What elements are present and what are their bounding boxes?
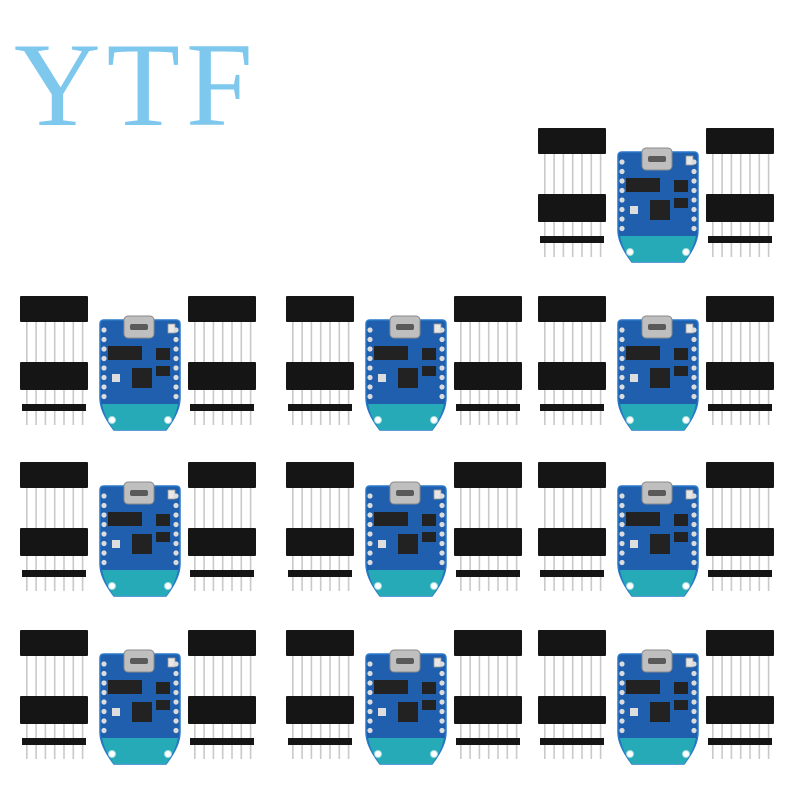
female-header-left	[538, 462, 606, 591]
female-header-right	[706, 128, 774, 257]
pcb-board	[617, 649, 699, 765]
kit-7	[536, 462, 796, 602]
pcb-board	[99, 649, 181, 765]
female-header-left	[286, 462, 354, 591]
female-header-right	[706, 630, 774, 759]
female-header-left	[20, 296, 88, 425]
pcb-board	[99, 315, 181, 431]
pcb-board	[617, 147, 699, 263]
female-header-right	[706, 462, 774, 591]
pcb-board	[365, 315, 447, 431]
kit-5	[18, 462, 278, 602]
female-header-left	[286, 296, 354, 425]
female-header-left	[538, 296, 606, 425]
kit-8	[18, 630, 278, 770]
kit-3	[284, 296, 544, 436]
pcb-board	[99, 481, 181, 597]
female-header-right	[188, 630, 256, 759]
female-header-left	[538, 128, 606, 257]
female-header-right	[454, 462, 522, 591]
female-header-right	[706, 296, 774, 425]
female-header-right	[188, 296, 256, 425]
brand-logo: YTF	[14, 18, 259, 151]
female-header-left	[538, 630, 606, 759]
female-header-right	[454, 630, 522, 759]
female-header-left	[20, 630, 88, 759]
pcb-board	[617, 315, 699, 431]
female-header-right	[454, 296, 522, 425]
kit-6	[284, 462, 544, 602]
kit-4	[536, 296, 796, 436]
pcb-board	[365, 481, 447, 597]
kit-9	[284, 630, 544, 770]
kit-1	[536, 128, 796, 268]
female-header-left	[20, 462, 88, 591]
pcb-board	[617, 481, 699, 597]
kit-2	[18, 296, 278, 436]
pcb-board	[365, 649, 447, 765]
female-header-left	[286, 630, 354, 759]
female-header-right	[188, 462, 256, 591]
kit-10	[536, 630, 796, 770]
